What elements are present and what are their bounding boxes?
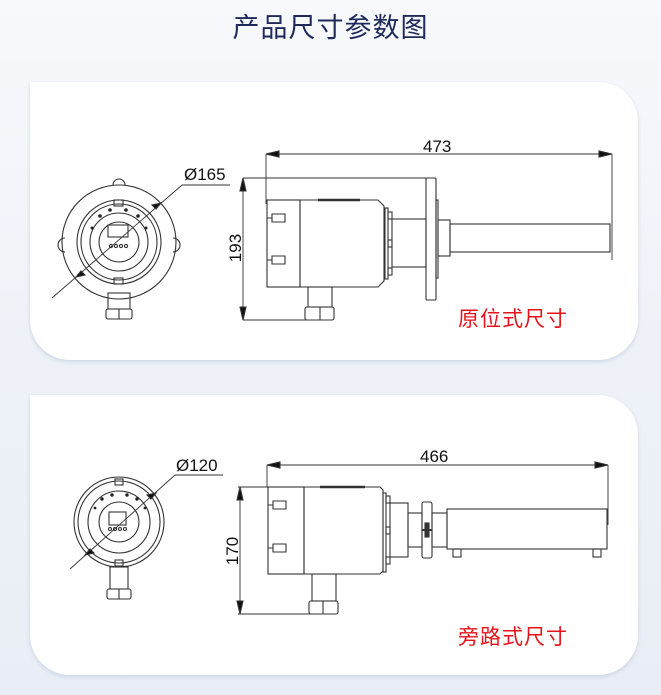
drawing-label: 旁路式尺寸 [458,625,568,649]
height-label: 193 [226,233,246,263]
length-label: 466 [420,447,449,466]
side-view-bypass [236,461,609,615]
side-view-in-situ [239,150,613,321]
bypass-dimension-card: Ø120 466 170 旁路式尺寸 [30,395,638,675]
page-title: 产品尺寸参数图 [232,13,429,44]
length-label: 473 [423,137,452,156]
diameter-label: Ø120 [176,456,218,475]
diameter-label: Ø165 [184,165,226,184]
bypass-drawing [69,461,609,615]
in-situ-drawing [51,150,613,321]
height-label: 170 [223,536,243,566]
front-view-bypass [69,474,223,600]
drawing-label: 原位式尺寸 [458,307,568,331]
in-situ-dimension-card: Ø165 473 193 原位式尺寸 [30,82,638,360]
front-view-in-situ [51,178,230,320]
